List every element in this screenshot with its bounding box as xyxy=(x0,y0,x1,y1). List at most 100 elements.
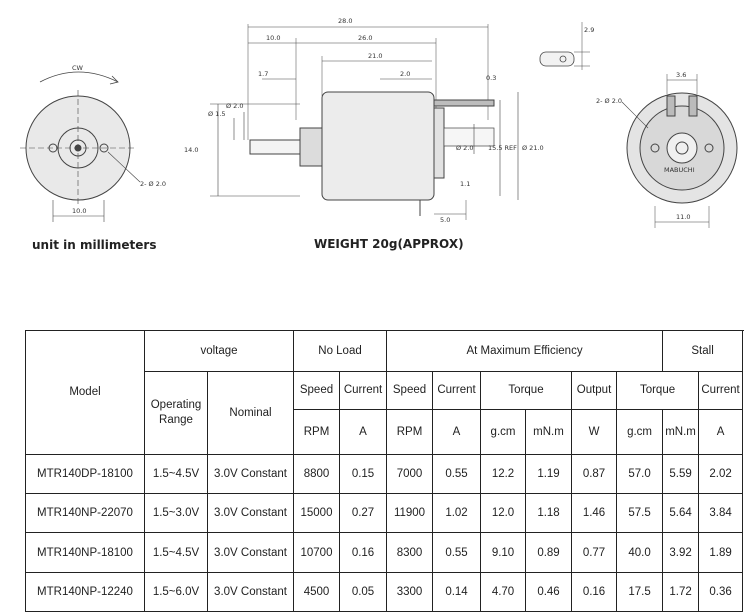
motor-dimension-drawing: CW 2- Ø 2.0 10.0 28.0 10.0 xyxy=(20,17,738,228)
cell-nl-speed: 8800 xyxy=(293,453,340,495)
body-height-dim: 14.0 xyxy=(184,146,198,154)
shaft-from-face-dim: 10.0 xyxy=(266,34,280,42)
cell-st-current: 2.02 xyxy=(698,453,744,495)
body-dia-dim: Ø 21.0 xyxy=(522,144,544,152)
cell-nl-current: 0.27 xyxy=(338,493,388,534)
cell-nl-speed: 4500 xyxy=(293,571,340,613)
cell-me-current: 0.14 xyxy=(432,571,482,613)
cell-st-torque-gcm: 17.5 xyxy=(616,571,664,613)
cell-me-torque-gcm: 12.2 xyxy=(480,453,527,495)
body-length-dim: 21.0 xyxy=(368,52,382,60)
cell-st-current: 1.89 xyxy=(698,532,744,573)
unit-st-torque-mnm: mN.m xyxy=(662,408,700,455)
cell-nominal: 3.0V Constant xyxy=(207,571,294,613)
header-st-current: Current xyxy=(698,371,744,410)
cell-st-torque-gcm: 40.0 xyxy=(616,532,664,573)
cell-me-output: 1.46 xyxy=(571,493,618,534)
header-operating-range: Operating Range xyxy=(144,371,208,455)
cell-operating-range: 1.5~6.0V xyxy=(144,571,208,613)
header-st-torque: Torque xyxy=(616,371,700,410)
body-width-dim: 15.5 REF xyxy=(488,144,517,152)
cell-nl-current: 0.16 xyxy=(338,532,388,573)
cell-me-current: 0.55 xyxy=(432,453,482,495)
table-row: MTR140NP-22070 1.5~3.0V 3.0V Constant 15… xyxy=(25,493,744,534)
cell-model: MTR140DP-18100 xyxy=(25,453,145,495)
unit-st-current: A xyxy=(698,408,744,455)
table-row: MTR140DP-18100 1.5~4.5V 3.0V Constant 88… xyxy=(25,453,744,495)
cell-st-torque-mnm: 3.92 xyxy=(662,532,700,573)
header-stall: Stall xyxy=(662,329,744,373)
cell-me-output: 0.16 xyxy=(571,571,618,613)
cell-st-torque-gcm: 57.0 xyxy=(616,453,664,495)
cell-me-torque-mnm: 1.19 xyxy=(525,453,573,495)
header-nl-current: Current xyxy=(338,371,388,410)
unit-me-current: A xyxy=(432,408,482,455)
units-caption: unit in millimeters xyxy=(32,238,157,252)
cell-st-torque-gcm: 57.5 xyxy=(616,493,664,534)
tab-dim: 2.9 xyxy=(584,26,594,34)
cell-operating-range: 1.5~4.5V xyxy=(144,453,208,495)
cell-me-speed: 11900 xyxy=(386,493,434,534)
header-me-speed: Speed xyxy=(386,371,434,410)
terminal-gap-dim: 0.3 xyxy=(486,74,496,82)
cell-nominal: 3.0V Constant xyxy=(207,453,294,495)
front-view xyxy=(20,71,141,222)
cell-nl-current: 0.05 xyxy=(338,571,388,613)
cell-model: MTR140NP-18100 xyxy=(25,532,145,573)
cell-me-torque-mnm: 0.46 xyxy=(525,571,573,613)
cell-st-torque-mnm: 1.72 xyxy=(662,571,700,613)
cell-me-torque-gcm: 4.70 xyxy=(480,571,527,613)
unit-me-torque-gcm: g.cm xyxy=(480,408,527,455)
header-nl-speed: Speed xyxy=(293,371,340,410)
brand-mark: MABUCHI xyxy=(664,166,695,174)
front-width-dim: 10.0 xyxy=(72,207,86,215)
cell-nominal: 3.0V Constant xyxy=(207,532,294,573)
rear-view xyxy=(621,74,738,228)
header-me-current: Current xyxy=(432,371,482,410)
unit-me-torque-mnm: mN.m xyxy=(525,408,573,455)
rear-width-dim: 11.0 xyxy=(676,213,690,221)
cell-nl-speed: 10700 xyxy=(293,532,340,573)
cell-model: MTR140NP-12240 xyxy=(25,571,145,613)
header-me-output: Output xyxy=(571,371,618,410)
header-model: Model xyxy=(25,330,145,455)
motor-spec-table: Model voltage No Load At Maximum Efficie… xyxy=(25,329,744,613)
cell-model: MTR140NP-22070 xyxy=(25,493,145,534)
cell-me-speed: 8300 xyxy=(386,532,434,573)
cell-st-current: 3.84 xyxy=(698,493,744,534)
unit-me-speed: RPM xyxy=(386,408,434,455)
cell-me-torque-mnm: 1.18 xyxy=(525,493,573,534)
side-view xyxy=(210,24,519,220)
cell-nominal: 3.0V Constant xyxy=(207,493,294,534)
front-mount-holes-dim: 2- Ø 2.0 xyxy=(140,180,166,188)
terminal-dia-dim: Ø 2.0 xyxy=(456,144,474,152)
unit-st-torque-gcm: g.cm xyxy=(616,408,664,455)
header-no-load: No Load xyxy=(292,329,388,373)
header-max-efficiency: At Maximum Efficiency xyxy=(386,329,664,373)
cell-operating-range: 1.5~3.0V xyxy=(144,493,208,534)
overall-length-dim: 28.0 xyxy=(338,17,352,25)
unit-me-output: W xyxy=(571,408,618,455)
weight-caption: WEIGHT 20g(APPROX) xyxy=(314,237,464,251)
body-part-dim: 26.0 xyxy=(358,34,372,42)
cell-me-current: 1.02 xyxy=(432,493,482,534)
rear-top-dim: 3.6 xyxy=(676,71,686,79)
cell-me-torque-mnm: 0.89 xyxy=(525,532,573,573)
cell-operating-range: 1.5~4.5V xyxy=(144,532,208,573)
cell-me-output: 0.87 xyxy=(571,453,618,495)
shaft-dia-dim: Ø 1.5 xyxy=(208,110,226,118)
cell-me-speed: 7000 xyxy=(386,453,434,495)
terminal-offset-dim: 2.0 xyxy=(400,70,410,78)
bottom-dim: 5.0 xyxy=(440,216,450,224)
boss-offset-dim: 1.7 xyxy=(258,70,268,78)
cell-st-current: 0.36 xyxy=(698,571,744,613)
header-nominal: Nominal xyxy=(207,371,294,455)
cell-st-torque-mnm: 5.59 xyxy=(662,453,700,495)
cell-nl-current: 0.15 xyxy=(338,453,388,495)
terminal-tab-detail xyxy=(539,22,590,70)
header-voltage: voltage xyxy=(144,329,294,373)
cell-st-torque-mnm: 5.64 xyxy=(662,493,700,534)
cell-nl-speed: 15000 xyxy=(293,493,340,534)
cell-me-current: 0.55 xyxy=(432,532,482,573)
cell-me-torque-gcm: 9.10 xyxy=(480,532,527,573)
